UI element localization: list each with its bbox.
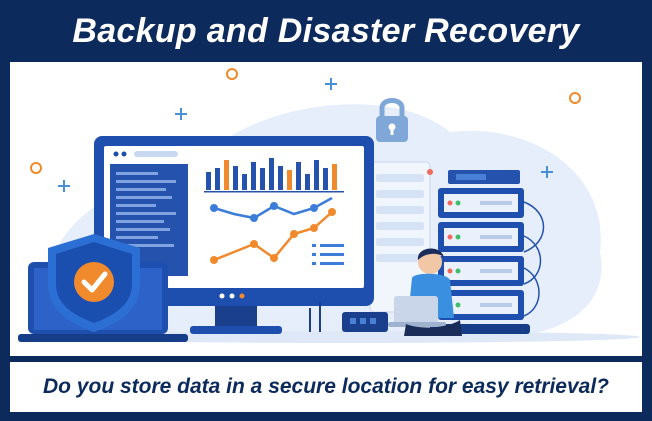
- ring-icon: [226, 68, 238, 80]
- monitor-base: [190, 326, 282, 334]
- person-with-laptop: [388, 248, 462, 336]
- ring-icon: [569, 92, 581, 104]
- plus-icon: [58, 180, 70, 192]
- shield-check-icon: [48, 234, 140, 332]
- plus-icon: [541, 166, 553, 178]
- ring-icon: [30, 162, 42, 174]
- plus-icon: [325, 78, 337, 90]
- plus-icon: [175, 108, 187, 120]
- illustration-panel: [10, 62, 642, 356]
- page-title: Backup and Disaster Recovery: [72, 11, 580, 50]
- status-light: [427, 169, 433, 175]
- monitor-stand: [215, 306, 257, 328]
- backup-illustration: [18, 68, 640, 343]
- caption-text: Do you store data in a secure location f…: [42, 375, 610, 398]
- server-panel-lines: [376, 174, 424, 262]
- server-rack: [430, 170, 545, 334]
- caption-box: Do you store data in a secure location f…: [10, 362, 642, 412]
- storage-box: [309, 302, 388, 332]
- screen-bar-chart: [204, 158, 344, 193]
- lock-icon: [376, 98, 408, 142]
